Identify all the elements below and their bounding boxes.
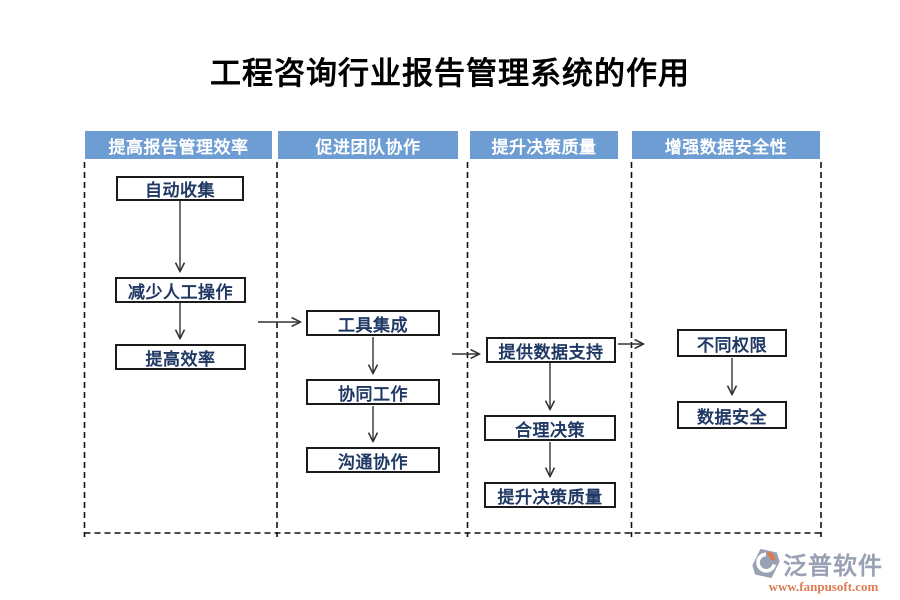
lane-header-data-security: 增强数据安全性 bbox=[632, 131, 820, 159]
fanpu-logo: 泛普软件 www.fanpusoft.com bbox=[751, 546, 896, 594]
diagram-title: 工程咨询行业报告管理系统的作用 bbox=[210, 56, 690, 91]
node-reasonable-decision: 合理决策 bbox=[484, 415, 616, 441]
node-auto-collect: 自动收集 bbox=[116, 176, 244, 201]
node-reduce-manual: 减少人工操作 bbox=[115, 277, 246, 303]
node-collaborative-work: 协同工作 bbox=[306, 379, 440, 405]
flow-arrows bbox=[180, 201, 732, 476]
fanpu-logo-url: www.fanpusoft.com bbox=[768, 579, 879, 594]
node-communication: 沟通协作 bbox=[306, 447, 440, 473]
node-tool-integration: 工具集成 bbox=[306, 310, 440, 336]
node-decision-quality: 提升决策质量 bbox=[484, 482, 616, 508]
lane-header-team-collaboration: 促进团队协作 bbox=[278, 131, 458, 159]
fanpu-logo-text: 泛普软件 bbox=[783, 553, 883, 580]
lane-header-decision-quality: 提升决策质量 bbox=[470, 131, 618, 159]
node-permissions: 不同权限 bbox=[677, 329, 787, 357]
node-improve-efficiency: 提高效率 bbox=[115, 344, 246, 370]
lane-header-report-efficiency: 提高报告管理效率 bbox=[85, 131, 272, 159]
node-data-support: 提供数据支持 bbox=[486, 337, 616, 363]
node-data-safety: 数据安全 bbox=[677, 401, 787, 429]
fanpu-logo-icon bbox=[752, 548, 780, 579]
